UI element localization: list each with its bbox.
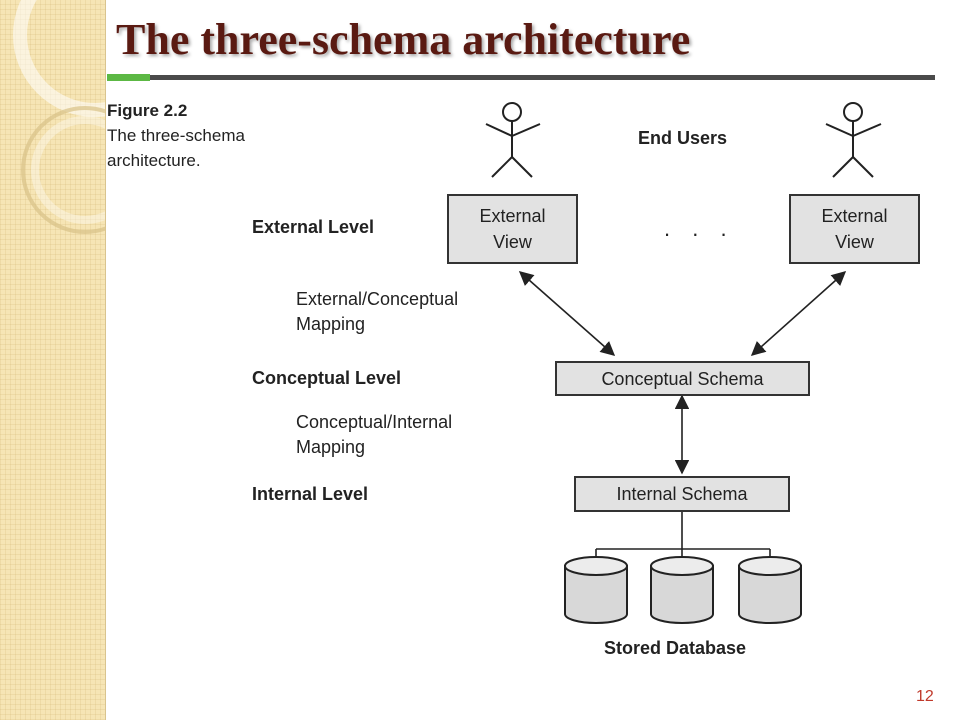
ellipsis: . . . — [664, 216, 735, 241]
database-cylinder-icon — [564, 556, 628, 624]
box-label: External — [821, 206, 888, 226]
end-users-label: End Users — [638, 128, 728, 148]
box-label: External — [479, 206, 546, 226]
mapping-line: Conceptual/Internal — [296, 412, 453, 432]
box-label: View — [835, 232, 874, 252]
database-cylinder-icon — [738, 556, 802, 624]
slide-title: The three-schema architecture — [116, 15, 691, 64]
database-connector — [595, 512, 771, 556]
mapping-arrow — [518, 271, 616, 356]
box-label: Internal Schema — [616, 484, 748, 504]
decorative-sidebar — [0, 0, 106, 720]
external-view-box: External View — [789, 194, 920, 264]
conceptual-level-label: Conceptual Level — [252, 368, 402, 388]
mapping-line: Mapping — [296, 314, 366, 334]
external-conceptual-mapping-label: External/Conceptual Mapping — [296, 287, 458, 337]
conceptual-schema-box: Conceptual Schema — [555, 361, 810, 396]
external-view-box: External View — [447, 194, 578, 264]
figure-number: Figure 2.2 — [107, 101, 188, 120]
stored-database-label: Stored Database — [604, 638, 747, 658]
box-label: View — [493, 232, 532, 252]
external-level-label: External Level — [252, 217, 375, 237]
title-rule-accent — [107, 74, 150, 81]
title-rule — [150, 75, 935, 80]
box-label: Conceptual Schema — [601, 368, 764, 389]
mapping-line: External/Conceptual — [296, 289, 459, 309]
internal-schema-box: Internal Schema — [574, 476, 790, 512]
conceptual-internal-mapping-label: Conceptual/Internal Mapping — [296, 410, 452, 460]
slide-number: 12 — [916, 688, 934, 705]
database-cylinder-icon — [650, 556, 714, 624]
mapping-line: Mapping — [296, 437, 366, 457]
user-icon — [825, 102, 882, 178]
user-icon — [485, 102, 541, 178]
figure-caption-line-2: architecture. — [107, 151, 201, 170]
sidebar-circles — [13, 0, 105, 234]
figure-caption-line-1: The three-schema — [107, 126, 245, 145]
internal-level-label: Internal Level — [252, 484, 369, 504]
mapping-arrow — [750, 271, 847, 356]
figure-caption: Figure 2.2 The three-schema architecture… — [107, 98, 245, 173]
